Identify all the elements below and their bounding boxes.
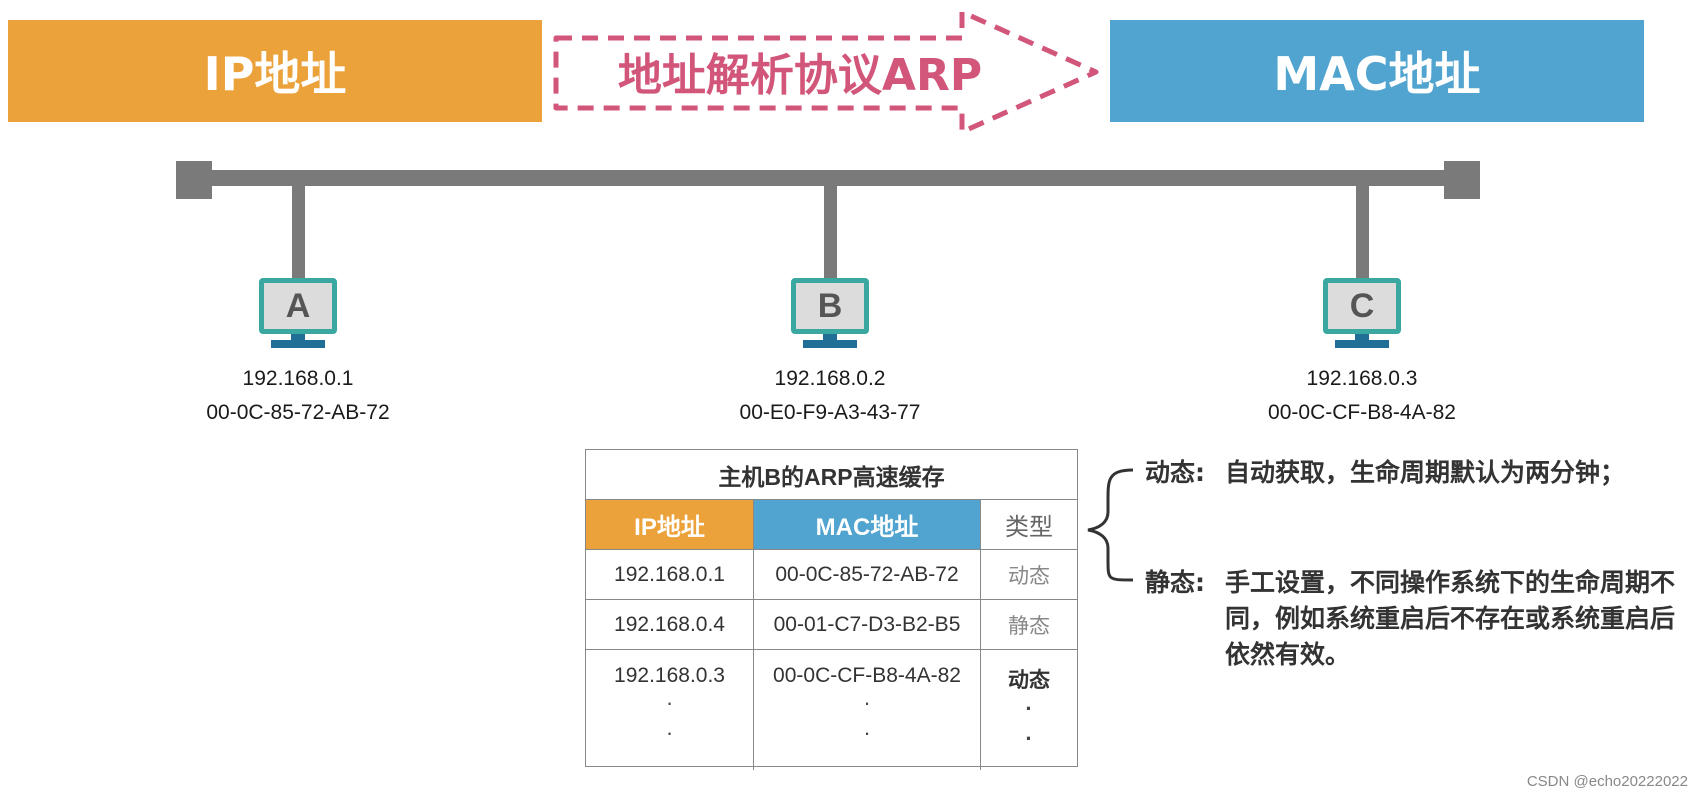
drop-cable-a bbox=[292, 180, 305, 280]
mac-address-banner: MAC地址 bbox=[1110, 20, 1644, 122]
arp-arrow bbox=[553, 9, 1099, 135]
ellipsis-dot: · bbox=[863, 720, 871, 745]
ellipsis-dot: · bbox=[1025, 696, 1033, 721]
cell-mac: 00-0C-CF-B8-4A-82 bbox=[773, 664, 961, 687]
host-mac: 00-0C-CF-B8-4A-82 bbox=[1268, 401, 1456, 424]
drop-cable-b bbox=[824, 180, 837, 280]
host-ip: 192.168.0.2 bbox=[774, 367, 886, 390]
monitor-stand bbox=[1355, 334, 1369, 340]
static-term: 静态: bbox=[1145, 568, 1205, 597]
header-ip: IP地址 bbox=[586, 500, 754, 549]
bus-terminator-right bbox=[1444, 161, 1480, 199]
computer-icon: C bbox=[1323, 278, 1401, 334]
ellipsis-dot: · bbox=[665, 690, 674, 715]
host-letter: A bbox=[285, 286, 311, 325]
ellipsis-dot: · bbox=[1025, 726, 1033, 751]
cell-mac: 00-01-C7-D3-B2-B5 bbox=[754, 600, 981, 649]
host-c: C 192.168.0.3 00-0C-CF-B8-4A-82 bbox=[1232, 278, 1492, 430]
host-mac: 00-0C-85-72-AB-72 bbox=[206, 401, 390, 424]
header-mac: MAC地址 bbox=[754, 500, 981, 549]
table-caption: 主机B的ARP高速缓存 bbox=[586, 450, 1077, 500]
monitor-base bbox=[271, 340, 325, 348]
table-row: 192.168.0.4 00-01-C7-D3-B2-B5 静态 bbox=[586, 600, 1077, 650]
cell-type: 动态 bbox=[1008, 669, 1050, 692]
table-row: 192.168.0.3 · · 00-0C-CF-B8-4A-82 · · 动态… bbox=[586, 650, 1077, 770]
host-ip: 192.168.0.1 bbox=[242, 367, 354, 390]
host-a: A 192.168.0.1 00-0C-85-72-AB-72 bbox=[168, 278, 428, 430]
network-bus bbox=[176, 170, 1480, 186]
ellipsis-dot: · bbox=[863, 690, 871, 715]
arp-arrow-label: 地址解析协议ARP bbox=[617, 50, 983, 101]
cell-type-group: 动态 · · bbox=[981, 650, 1077, 770]
monitor-stand bbox=[291, 334, 305, 340]
watermark: CSDN @echo20222022 bbox=[1526, 773, 1688, 790]
monitor-stand bbox=[823, 334, 837, 340]
cell-ip: 192.168.0.4 bbox=[586, 600, 754, 649]
monitor-base bbox=[803, 340, 857, 348]
arp-cache-table: 主机B的ARP高速缓存 IP地址 MAC地址 类型 192.168.0.1 00… bbox=[585, 449, 1078, 770]
cell-mac: 00-0C-85-72-AB-72 bbox=[754, 550, 981, 599]
cell-mac-group: 00-0C-CF-B8-4A-82 · · bbox=[754, 650, 981, 770]
host-b: B 192.168.0.2 00-E0-F9-A3-43-77 bbox=[700, 278, 960, 430]
static-note: 静态: 手工设置，不同操作系统下的生命周期不同，例如系统重启后不存在或系统重启后依… bbox=[1145, 565, 1685, 673]
cell-ip-group: 192.168.0.3 · · bbox=[586, 650, 754, 770]
host-ip: 192.168.0.3 bbox=[1306, 367, 1418, 390]
bus-terminator-left bbox=[176, 161, 212, 199]
header-type: 类型 bbox=[1005, 514, 1053, 541]
computer-icon: A bbox=[259, 278, 337, 334]
dynamic-term: 动态: bbox=[1145, 458, 1205, 487]
cell-ip: 192.168.0.1 bbox=[586, 550, 754, 599]
ip-address-banner: IP地址 bbox=[8, 20, 542, 122]
notes-brace bbox=[1087, 468, 1134, 582]
host-mac: 00-E0-F9-A3-43-77 bbox=[739, 401, 921, 424]
ip-address-label: IP地址 bbox=[203, 47, 347, 101]
monitor-base bbox=[1335, 340, 1389, 348]
mac-address-label: MAC地址 bbox=[1273, 47, 1481, 101]
computer-icon: B bbox=[791, 278, 869, 334]
cell-type: 动态 bbox=[1008, 564, 1050, 588]
static-text: 手工设置，不同操作系统下的生命周期不同，例如系统重启后不存在或系统重启后依然有效… bbox=[1225, 568, 1676, 669]
table-row: 192.168.0.1 00-0C-85-72-AB-72 动态 bbox=[586, 550, 1077, 600]
drop-cable-c bbox=[1356, 180, 1369, 280]
host-letter: B bbox=[817, 286, 843, 325]
table-header-row: IP地址 MAC地址 类型 bbox=[586, 500, 1077, 550]
dynamic-text: 自动获取，生命周期默认为两分钟； bbox=[1225, 458, 1626, 487]
ellipsis-dot: · bbox=[665, 720, 674, 745]
host-letter: C bbox=[1349, 286, 1375, 325]
dynamic-note: 动态: 自动获取，生命周期默认为两分钟； bbox=[1145, 455, 1685, 491]
cell-ip: 192.168.0.3 bbox=[614, 664, 725, 687]
cell-type: 静态 bbox=[1008, 614, 1050, 638]
